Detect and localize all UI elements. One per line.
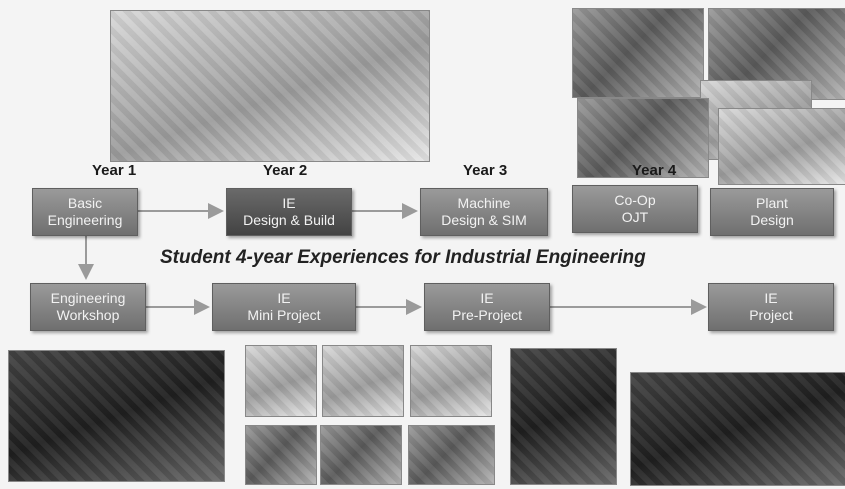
photo-vehicle-models [110,10,430,162]
box-ie-project: IE Project [708,283,834,331]
photo-robot-build-3 [408,425,495,485]
photo-pre-project [510,348,617,485]
photo-robot-arm-1 [245,345,317,417]
photo-workshop [8,350,225,482]
box-label-line2: Mini Project [247,307,321,323]
year-3-label: Year 3 [463,162,508,179]
box-label-line2: OJT [621,209,649,225]
box-label-line2: Workshop [56,307,120,323]
box-label-line2: Design & Build [243,212,335,228]
photo-robot-arm-2 [322,345,404,417]
year-2-label: Year 2 [263,162,308,179]
box-label-line1: IE [764,290,778,306]
box-label-line2: Pre-Project [451,307,523,323]
year-4-label: Year 4 [632,162,677,179]
box-label-line2: Design [750,212,794,228]
box-label-line1: Plant [756,195,788,211]
box-label-line1: Basic [67,195,103,211]
photo-robot-arm-3 [410,345,492,417]
box-label-line1: Engineering [50,290,126,306]
box-label-line1: Machine [457,195,511,211]
box-machine-design-sim: Machine Design & SIM [420,188,548,236]
box-label-line1: IE [277,290,291,306]
photo-project-students [630,372,845,486]
photo-robot-build-2 [320,425,402,485]
box-label-line1: IE [480,290,494,306]
box-ie-pre-project: IE Pre-Project [424,283,550,331]
box-label-line1: Co-Op [614,192,656,208]
photo-robot-build-1 [245,425,317,485]
photo-coop-group [577,98,709,178]
box-ie-mini-project: IE Mini Project [212,283,356,331]
box-label-line2: Design & SIM [441,212,527,228]
box-label-line2: Project [749,307,793,323]
photo-coop-classroom [572,8,704,98]
box-plant-design: Plant Design [710,188,834,236]
box-label-line2: Engineering [47,212,123,228]
box-coop-ojt: Co-Op OJT [572,185,698,233]
box-basic-engineering: Basic Engineering [32,188,138,236]
photo-plant-layout [718,108,845,185]
box-label-line1: IE [282,195,296,211]
diagram-subtitle: Student 4-year Experiences for Industria… [160,247,646,268]
year-1-label: Year 1 [92,162,137,179]
box-ie-design-build: IE Design & Build [226,188,352,236]
box-engineering-workshop: Engineering Workshop [30,283,146,331]
